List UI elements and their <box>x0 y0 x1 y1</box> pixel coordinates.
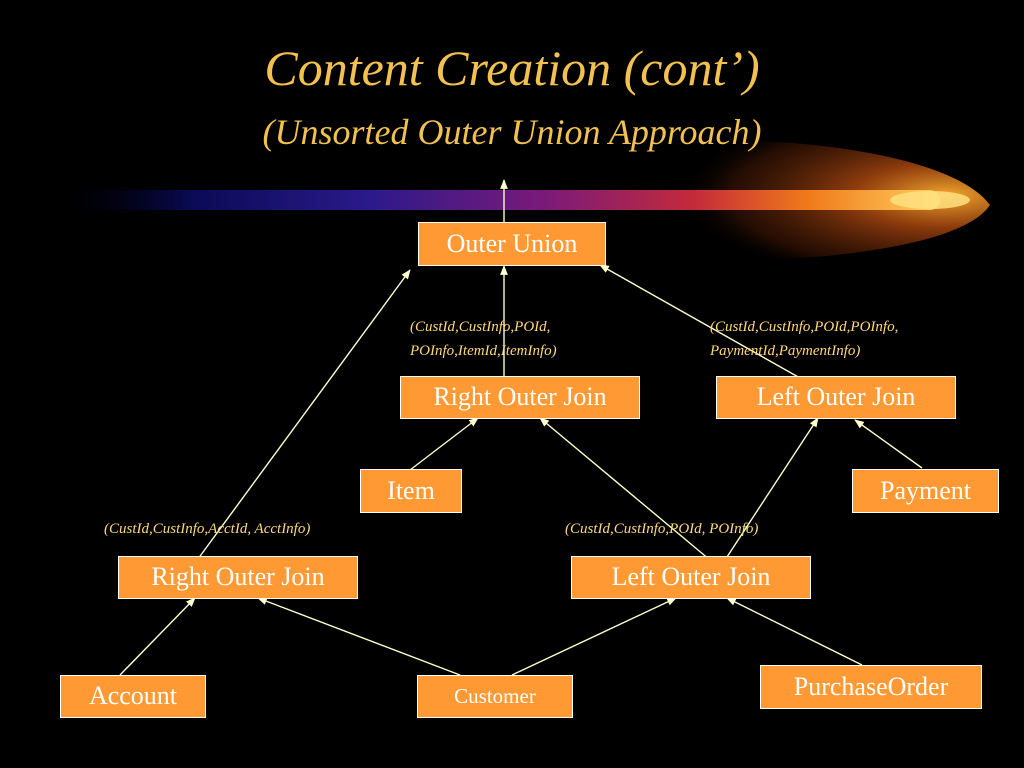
edge-loj-top-to-outer-union <box>599 264 801 379</box>
edge-roj-bottom-to-outer-union <box>194 269 411 564</box>
item-node: Item <box>360 469 462 513</box>
purchaseorder-node: PurchaseOrder <box>760 665 982 709</box>
slide-title: Content Creation (cont’) <box>264 40 760 96</box>
edge-customer-to-loj-bottom <box>511 597 677 676</box>
edge-account-to-roj-bottom <box>119 597 196 676</box>
loj-top-schema-line1: (CustId,CustInfo,POId,POInfo, <box>710 319 899 335</box>
loj-top-schema-line2: PaymentId,PaymentInfo) <box>710 343 861 359</box>
outer-union-node: Outer Union <box>418 222 606 266</box>
loj-bottom-schema: (CustId,CustInfo,POId, POInfo) <box>565 521 759 537</box>
account-node: Account <box>60 675 206 718</box>
customer-node: Customer <box>417 675 573 718</box>
right-outer-join-bottom-node: Right Outer Join <box>118 556 358 599</box>
edge-loj-bottom-to-roj-top <box>539 417 711 561</box>
edge-purchaseorder-to-loj-bottom <box>726 597 863 666</box>
roj-top-schema-line2: POInfo,ItemId,ItemInfo) <box>410 343 557 359</box>
edge-loj-bottom-to-loj-top <box>724 417 819 561</box>
roj-bottom-schema: (CustId,CustInfo,AcctId, AcctInfo) <box>104 521 311 537</box>
edge-item-to-roj-top <box>409 417 479 471</box>
edge-customer-to-roj-bottom <box>257 597 461 676</box>
payment-node: Payment <box>852 469 999 513</box>
left-outer-join-top-node: Left Outer Join <box>716 376 956 419</box>
edge-payment-to-loj-top <box>854 419 923 469</box>
right-outer-join-top-node: Right Outer Join <box>400 376 640 419</box>
slide-subtitle: (Unsorted Outer Union Approach) <box>262 112 762 152</box>
left-outer-join-bottom-node: Left Outer Join <box>571 556 811 599</box>
roj-top-schema-line1: (CustId,CustInfo,POId, <box>410 319 551 335</box>
